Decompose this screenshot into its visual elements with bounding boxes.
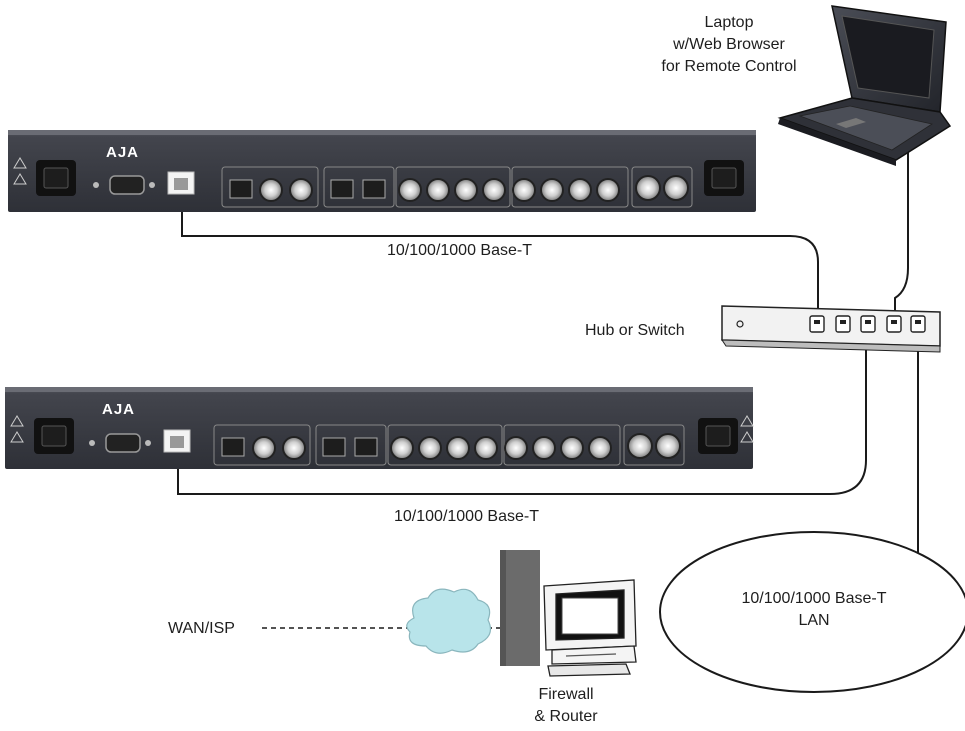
link-label-top: 10/100/1000 Base-T <box>387 242 532 259</box>
firewall-label-line-2: & Router <box>534 708 598 725</box>
cable-bottom-unit-to-hub <box>177 340 867 495</box>
laptop-label-line-1: Laptop <box>704 14 754 31</box>
desktop-computer-icon <box>543 579 637 677</box>
lan-ellipse <box>659 531 965 693</box>
laptop-label-line-3: for Remote Control <box>661 58 797 75</box>
rack-unit-top: AJA <box>8 130 756 212</box>
cloud-icon <box>406 588 491 654</box>
cable-laptop-to-hub <box>894 138 909 322</box>
hub-switch-icon <box>721 305 941 353</box>
lan-label: 10/100/1000 Base-T LAN <box>694 588 934 632</box>
cable-top-unit-to-hub <box>181 198 819 322</box>
brand-logo-bottom: AJA <box>102 401 135 418</box>
hub-label: Hub or Switch <box>585 322 685 339</box>
firewall-icon <box>500 550 540 666</box>
firewall-label: Firewall & Router <box>506 684 626 728</box>
wan-label: WAN/ISP <box>168 620 235 637</box>
laptop-icon <box>777 5 952 166</box>
laptop-label: Laptop w/Web Browser for Remote Control <box>628 12 830 78</box>
firewall-label-line-1: Firewall <box>538 686 594 703</box>
rack-unit-bottom: AJA <box>5 387 754 469</box>
lan-label-line-2: LAN <box>798 612 830 629</box>
lan-label-line-1: 10/100/1000 Base-T <box>741 590 887 607</box>
link-label-bottom: 10/100/1000 Base-T <box>394 508 539 525</box>
laptop-label-line-2: w/Web Browser <box>673 36 785 53</box>
brand-logo-top: AJA <box>106 144 139 161</box>
